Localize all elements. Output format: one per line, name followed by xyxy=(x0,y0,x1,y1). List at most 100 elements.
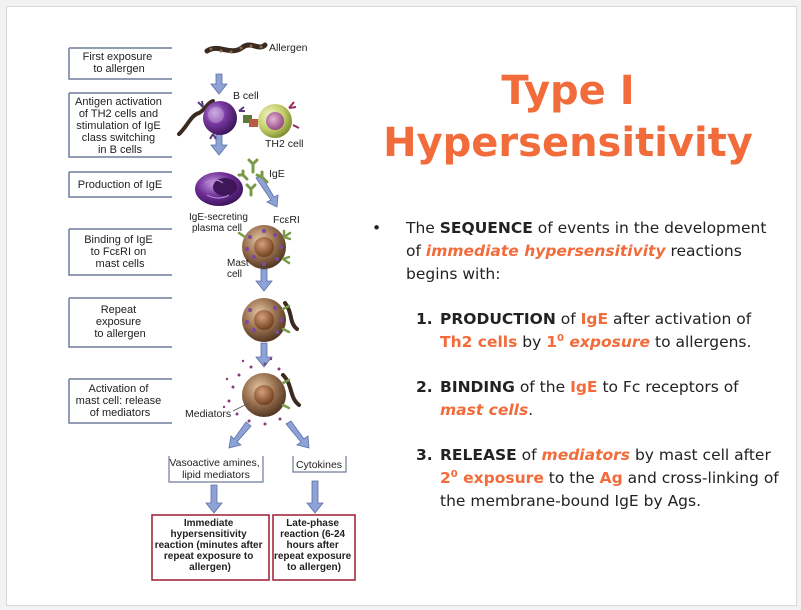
intro-emphasis: SEQUENCE xyxy=(439,219,533,237)
item-superscript: 0 xyxy=(450,468,458,480)
plasma-cell-label: plasma cell xyxy=(192,223,242,234)
allergen-icon xyxy=(204,42,268,54)
arrow-down xyxy=(255,342,273,368)
item-text: of the xyxy=(514,378,571,396)
mast-cell-label: Mast xyxy=(227,258,249,269)
arrow-down xyxy=(255,268,273,292)
step-box-antigen-activation: Antigen activation of TH2 cells and stim… xyxy=(68,92,172,158)
ige-icon xyxy=(255,170,269,184)
vasoactive-amines-box: Vasoactive amines, lipid mediators xyxy=(168,456,264,483)
cytokines-label: Cytokines xyxy=(296,459,342,471)
svg-text:Late-phase reaction (6: Late-phase reaction (6-24 hours after re… xyxy=(274,518,354,573)
item-highlight: Ag xyxy=(599,469,623,487)
mediators-label: Mediators xyxy=(185,408,231,420)
plasma-cell-label: IgE-secreting xyxy=(189,212,248,223)
sequence-list: 1. PRODUCTION of IgE after activation of… xyxy=(362,308,782,513)
item-number: 1. xyxy=(416,310,433,328)
step-text: Activation of xyxy=(89,383,150,395)
th2-cell-icon xyxy=(258,101,300,138)
slide: First exposure to allergen Antigen activ… xyxy=(6,6,797,606)
item-highlight: exposure xyxy=(457,469,544,487)
slide-title: Type I Hypersensitivity xyxy=(359,65,777,169)
step-text: Repeat xyxy=(101,304,136,316)
intro-text: of events in the development of xyxy=(406,219,767,260)
item-number: 3. xyxy=(416,446,433,464)
slide-body: • The SEQUENCE of events in the developm… xyxy=(362,217,782,535)
svg-text:Binding of IgE to FcεR: Binding of IgE to FcεRI on mast cells xyxy=(84,234,156,270)
svg-text:Activation of mast cel: Activation of mast cell: release of medi… xyxy=(76,383,165,419)
outcome-text: reaction (minutes after xyxy=(155,540,263,551)
step-text: of mediators xyxy=(90,407,151,419)
allergen-label: Allergen xyxy=(269,42,308,54)
item-superscript: 0 xyxy=(557,332,564,344)
allergen-fragment-icon xyxy=(177,99,215,136)
arrow-down xyxy=(210,132,228,156)
step-text: Production of IgE xyxy=(78,179,162,191)
late-phase-reaction-box: Late-phase reaction (6-24 hours after re… xyxy=(272,514,356,581)
svg-text:Vasoactive amines, lip: Vasoactive amines, lipid mediators xyxy=(169,457,262,481)
b-cell-label: B cell xyxy=(233,90,259,102)
mast-cell-degranulating-icon xyxy=(222,357,301,426)
step-text: of TH2 cells and xyxy=(79,108,158,120)
plasma-cell-icon xyxy=(195,172,243,206)
cytokines-box: Cytokines xyxy=(292,456,347,473)
outcome-text: repeat exposure to xyxy=(164,551,253,562)
mhc-connector-icon xyxy=(243,115,258,127)
step-text: Binding of IgE xyxy=(84,234,153,246)
outcome-text: reaction (6-24 xyxy=(280,529,345,540)
item-keyword: PRODUCTION xyxy=(440,310,556,328)
arrow-down xyxy=(306,480,324,514)
immediate-hypersensitivity-box: Immediate hypersensitivity reaction (min… xyxy=(151,514,270,581)
svg-text:Repeat exposure: Repeat exposure to allergen xyxy=(94,304,145,340)
intro-text: reactions begins with: xyxy=(406,242,742,283)
item-highlight: mediators xyxy=(541,446,631,464)
item-highlight: Th2 cells xyxy=(440,333,518,351)
step-box-activation-mast-cell: Activation of mast cell: release of medi… xyxy=(68,378,172,424)
vasoactive-label: lipid mediators xyxy=(182,469,250,481)
intro-text: The xyxy=(406,219,440,237)
mast-cell-label: cell xyxy=(227,269,242,280)
mediators-leader-line xyxy=(232,402,250,412)
step-text: mast cells xyxy=(96,258,145,270)
item-text: of xyxy=(555,310,581,328)
step-box-production-ige: Production of IgE xyxy=(68,171,172,198)
sequence-item: 3. RELEASE of mediators by mast cell aft… xyxy=(362,444,782,513)
step-text: First exposure xyxy=(83,51,153,63)
title-line: Type I xyxy=(501,68,635,114)
step-text: mast cell: release xyxy=(76,395,162,407)
item-keyword: RELEASE xyxy=(440,446,517,464)
step-text: class switching xyxy=(82,132,155,144)
step-box-binding-ige: Binding of IgE to FcεRI on mast cells xyxy=(68,228,172,276)
outcome-text: allergen) xyxy=(189,562,231,573)
item-highlight: 2 xyxy=(440,469,451,487)
svg-text:First exposure to alle: First exposure to allergen xyxy=(83,51,156,75)
ige-label: IgE xyxy=(269,168,285,180)
b-cell-icon xyxy=(197,100,245,140)
item-text: . xyxy=(528,401,534,419)
arrow-diagonal-left xyxy=(228,421,252,449)
item-text: to Fc receptors of xyxy=(597,378,739,396)
item-text: to the xyxy=(543,469,600,487)
step-box-repeat-exposure: Repeat exposure to allergen xyxy=(68,297,172,348)
fceri-label: FcεRI xyxy=(273,214,300,226)
mast-cell-icon xyxy=(237,225,292,269)
outcome-text: hours after xyxy=(286,540,338,551)
item-highlight: IgE xyxy=(570,378,598,396)
step-text: Antigen activation xyxy=(75,96,162,108)
step-box-first-exposure: First exposure to allergen xyxy=(68,47,172,80)
item-text: to allergens. xyxy=(650,333,752,351)
step-text: to allergen xyxy=(93,63,144,75)
item-highlight: mast cells xyxy=(440,401,529,419)
ige-antibody-icons xyxy=(237,158,269,197)
arrow-down xyxy=(210,73,228,95)
outcome-text: Immediate xyxy=(184,518,234,529)
outcome-text: hypersensitivity xyxy=(171,529,248,540)
intro-bullet: • The SEQUENCE of events in the developm… xyxy=(362,217,782,286)
svg-text:Mast cell: Mast cell xyxy=(227,258,251,280)
svg-text:Immediate hypersensiti: Immediate hypersensitivity reaction (min… xyxy=(155,518,266,573)
arrow-down xyxy=(205,484,223,514)
mast-cell-repeat-exposure-icon xyxy=(242,298,299,342)
outcome-text: repeat exposure xyxy=(274,551,352,562)
outcome-text: Late-phase xyxy=(286,518,339,529)
step-text: stimulation of IgE xyxy=(76,120,160,132)
